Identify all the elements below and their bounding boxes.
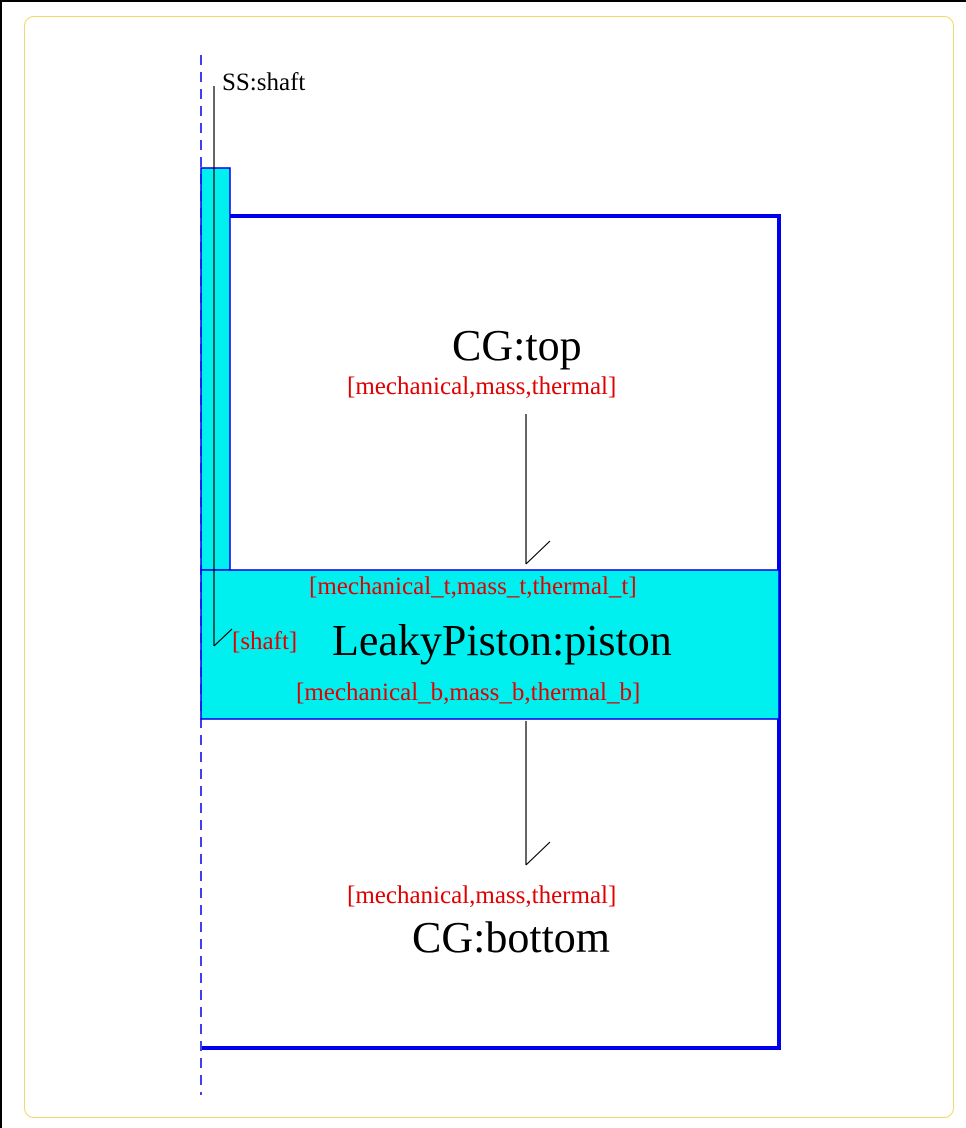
piston-name: LeakyPiston:piston xyxy=(332,616,672,665)
piston-bottom-ports: [mechanical_b,mass_b,thermal_b] xyxy=(296,679,641,706)
shaft-connector-tick xyxy=(213,628,233,647)
shaft-label: SS:shaft xyxy=(222,69,306,96)
shaft-rod xyxy=(200,167,231,571)
bottom-group-ports: [mechanical,mass,thermal] xyxy=(347,882,617,909)
bottom-group-name: CG:bottom xyxy=(412,913,611,962)
top-connector-tick xyxy=(525,540,551,565)
piston-shaft-port: [shaft] xyxy=(232,628,298,655)
piston-block xyxy=(200,569,780,720)
piston-top-ports: [mechanical_t,mass_t,thermal_t] xyxy=(309,573,637,600)
bottom-connector-tick xyxy=(525,841,551,866)
top-group-name: CG:top xyxy=(452,321,582,370)
inner-frame xyxy=(24,16,954,1118)
top-group-ports: [mechanical,mass,thermal] xyxy=(347,373,617,400)
